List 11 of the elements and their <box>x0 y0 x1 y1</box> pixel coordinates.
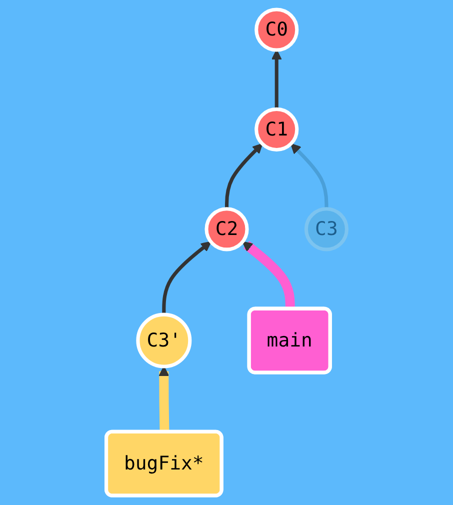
arrow <box>290 143 328 209</box>
arrow <box>162 241 212 315</box>
arrow <box>271 50 282 110</box>
node-circle: C0 <box>254 8 299 52</box>
arrow <box>224 143 263 209</box>
arrow <box>242 240 295 310</box>
node-circle: C1 <box>254 107 299 152</box>
node-circle: C2 <box>204 207 249 252</box>
node-circle: C3 <box>304 207 348 252</box>
node-circle: C3' <box>136 312 192 368</box>
arrow <box>158 366 170 432</box>
